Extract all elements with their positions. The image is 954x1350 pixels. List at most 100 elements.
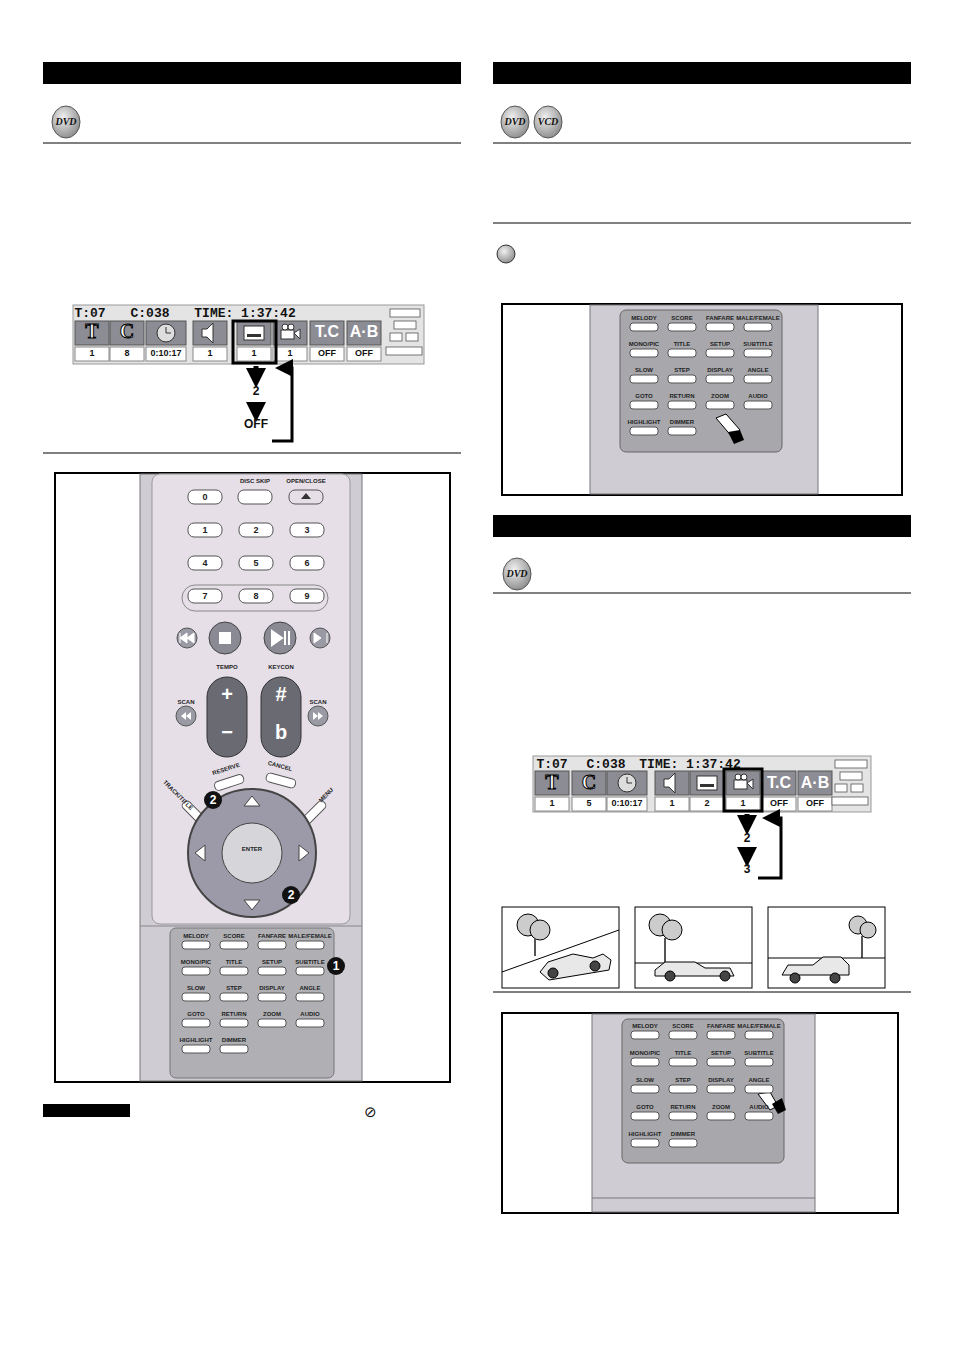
remote-button (182, 967, 210, 975)
camera-lens (294, 329, 300, 339)
remote-button (631, 1112, 659, 1120)
osd-cell (110, 321, 144, 345)
callout-number: 2 (204, 791, 222, 809)
label: 6 (304, 559, 309, 568)
remote-button (239, 523, 273, 537)
camera-reel (741, 774, 747, 780)
button-label: GOTO (187, 1011, 205, 1017)
callout-number: 2 (282, 886, 300, 904)
button-label: MELODY (183, 933, 209, 939)
osd-text: 1 (669, 799, 674, 808)
note-tag (43, 1104, 130, 1117)
osd-cell (310, 321, 344, 345)
button-label: SETUP (710, 341, 730, 347)
osd-value-cell (655, 797, 689, 811)
button-label: AUDIO (300, 1011, 319, 1017)
clock-icon (157, 324, 175, 342)
rules (43, 143, 911, 992)
button-label: HIGHLIGHT (180, 1037, 213, 1043)
remote-button (706, 323, 734, 331)
subtitle-icon (244, 326, 264, 340)
label: ⊘ (364, 1104, 377, 1119)
button-label: FANFARE (706, 315, 734, 321)
osd-side-marks (386, 309, 868, 805)
label: 2 (744, 832, 751, 844)
remote-button (707, 1031, 735, 1039)
remote-button (745, 1031, 773, 1039)
button-label: DISC SKIP (240, 478, 270, 484)
remote-button (669, 1058, 697, 1066)
button-label: TEMPO (216, 664, 237, 670)
label: 3 (744, 863, 751, 875)
audio-icon (664, 773, 675, 793)
button-label: ANGLE (300, 985, 321, 991)
button-label: SLOW (187, 985, 205, 991)
button-label: RETURN (671, 1104, 696, 1110)
button-label: RETURN (222, 1011, 247, 1017)
disc-badge: DVD (55, 117, 76, 127)
label: T (545, 772, 558, 792)
osd-text: 5 (586, 799, 591, 808)
audio-icon (202, 323, 213, 343)
button-label: AUDIO (749, 1104, 768, 1110)
osd-bar (533, 756, 871, 812)
remote-button (631, 1085, 659, 1093)
osd-value-cell (762, 797, 796, 811)
label: T.C (767, 775, 791, 791)
remote-button (182, 941, 210, 949)
osd-value-cell (535, 797, 569, 811)
osd-cell (690, 771, 724, 795)
remote-button (296, 967, 324, 975)
osd-cell (572, 771, 606, 795)
button-label: DISPLAY (708, 1077, 733, 1083)
button-label: MELODY (632, 1023, 658, 1029)
camera-reel (288, 324, 294, 330)
button-label: SETUP (262, 959, 282, 965)
osd-text: 1 (89, 349, 94, 358)
remote-button (630, 401, 658, 409)
remote-button (290, 523, 324, 537)
label: C (120, 321, 134, 341)
remote-button (239, 589, 273, 603)
remote-button (706, 375, 734, 383)
label: 1 (202, 526, 207, 535)
header-bar (493, 515, 911, 537)
button-label: SETUP (711, 1050, 731, 1056)
remote-button (707, 1085, 735, 1093)
button-label: DIMMER (222, 1037, 246, 1043)
remote-button (744, 323, 772, 331)
remote-button (296, 941, 324, 949)
osd-bar (73, 305, 424, 364)
button-label: SCAN (177, 699, 194, 705)
remote-button (239, 556, 273, 570)
camera-icon (734, 780, 747, 789)
remote-button (744, 349, 772, 357)
button-label: ZOOM (712, 1104, 730, 1110)
button-label: DIMMER (670, 419, 694, 425)
remote-button (182, 1019, 210, 1027)
osd-text: OFF (318, 349, 336, 358)
button-label: SCORE (672, 1023, 693, 1029)
remote-button (182, 993, 210, 1001)
label: 2 (253, 526, 258, 535)
remote-button (220, 1045, 248, 1053)
remote-button (745, 1058, 773, 1066)
header-bar (43, 62, 461, 84)
remote-button (668, 323, 696, 331)
disc-badge: VCD (538, 117, 559, 127)
subtitle-icon (697, 776, 717, 790)
button-label: RETURN (670, 393, 695, 399)
osd-value-cell (237, 347, 271, 361)
label: − (221, 722, 233, 742)
button-label: HIGHLIGHT (628, 419, 661, 425)
button-label: SLOW (636, 1077, 654, 1083)
remote-button (745, 1112, 773, 1120)
remote-button (744, 401, 772, 409)
button-label: SUBTITLE (743, 341, 772, 347)
button-label: SCORE (223, 933, 244, 939)
button-label: SUBTITLE (744, 1050, 773, 1056)
button-label: SCAN (309, 699, 326, 705)
button-label: MALE/FEMALE (736, 315, 779, 321)
angle-pictures (502, 907, 885, 988)
button-label: SUBTITLE (295, 959, 324, 965)
